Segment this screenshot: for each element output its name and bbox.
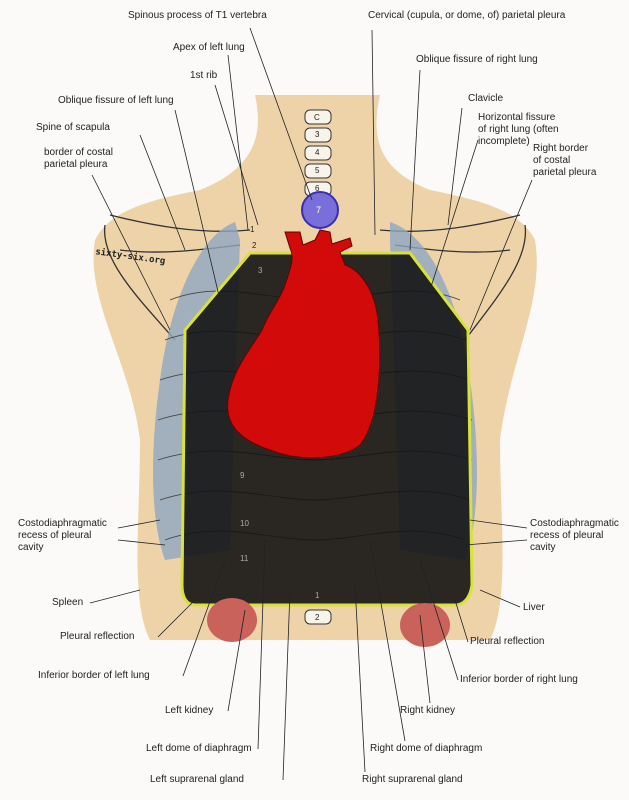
right-kidney xyxy=(400,603,450,647)
label-horizontal-fissure: Horizontal fissure of right lung (often … xyxy=(478,112,559,148)
label-right-suprarenal: Right suprarenal gland xyxy=(362,774,463,785)
label-line: Costodiaphragmatic xyxy=(530,518,619,529)
label-inferior-left: Inferior border of left lung xyxy=(38,670,150,681)
label-costodiaphragmatic-right: Costodiaphragmatic recess of pleural cav… xyxy=(530,518,619,554)
label-line: recess of pleural xyxy=(18,530,92,541)
label-oblique-right: Oblique fissure of right lung xyxy=(416,54,538,65)
label-line: of right lung (often xyxy=(478,124,559,135)
spine xyxy=(304,109,332,625)
vertebra-label: C xyxy=(314,113,320,122)
label-line: border of costal xyxy=(44,147,113,158)
label-liver: Liver xyxy=(523,602,545,613)
label-line: Right border xyxy=(533,143,589,154)
label-line: Costodiaphragmatic xyxy=(18,518,107,529)
label-pleural-reflection-right: Pleural reflection xyxy=(470,636,545,647)
rib-label: 1 xyxy=(250,225,255,234)
label-left-border-pleura: border of costal parietal pleura xyxy=(44,147,113,171)
rib-label: 10 xyxy=(240,519,249,528)
label-line: Horizontal fissure xyxy=(478,112,556,123)
label-left-kidney: Left kidney xyxy=(165,705,214,716)
left-kidney xyxy=(207,598,257,642)
vertebra-label: 3 xyxy=(315,130,320,139)
label-line: parietal pleura xyxy=(533,167,597,178)
label-left-dome: Left dome of diaphragm xyxy=(146,743,252,754)
vertebra-label: 4 xyxy=(315,148,320,157)
heart xyxy=(227,229,381,459)
leader-lines xyxy=(89,27,533,781)
label-first-rib: 1st rib xyxy=(190,70,218,81)
label-line: recess of pleural xyxy=(530,530,604,541)
label-inferior-right: Inferior border of right lung xyxy=(460,674,578,685)
vertebra-label: 5 xyxy=(315,166,320,175)
label-left-suprarenal: Left suprarenal gland xyxy=(150,774,244,785)
vertebra-label: 1 xyxy=(315,591,320,600)
label-right-border-pleura: Right border of costal parietal pleura xyxy=(533,143,596,179)
rib-label: 3 xyxy=(258,266,263,275)
label-line: incomplete) xyxy=(478,136,530,147)
label-line: of costal xyxy=(533,155,571,166)
label-line: cavity xyxy=(18,542,44,553)
vertebra-label: 7 xyxy=(316,205,322,215)
vertebra-label: 6 xyxy=(315,184,320,193)
label-oblique-left: Oblique fissure of left lung xyxy=(58,95,174,106)
label-pleural-reflection-left: Pleural reflection xyxy=(60,631,135,642)
label-costodiaphragmatic-left: Costodiaphragmatic recess of pleural cav… xyxy=(18,518,107,554)
label-apex-left-lung: Apex of left lung xyxy=(173,42,245,53)
label-line: cavity xyxy=(530,542,556,553)
label-clavicle: Clavicle xyxy=(468,93,504,104)
rib-label: 11 xyxy=(240,554,249,563)
label-right-dome: Right dome of diaphragm xyxy=(370,743,483,754)
rib-label: 9 xyxy=(240,471,245,480)
rib-label: 2 xyxy=(252,241,257,250)
label-right-kidney: Right kidney xyxy=(400,705,456,716)
label-spleen: Spleen xyxy=(52,597,84,608)
vertebra-label: 2 xyxy=(315,613,320,622)
label-t1: Spinous process of T1 vertebra xyxy=(128,10,267,21)
label-cervical-pleura: Cervical (cupula, or dome, of) parietal … xyxy=(368,10,566,21)
label-line: parietal pleura xyxy=(44,159,108,170)
t1-marker xyxy=(301,191,339,229)
label-spine-scapula: Spine of scapula xyxy=(36,122,110,133)
